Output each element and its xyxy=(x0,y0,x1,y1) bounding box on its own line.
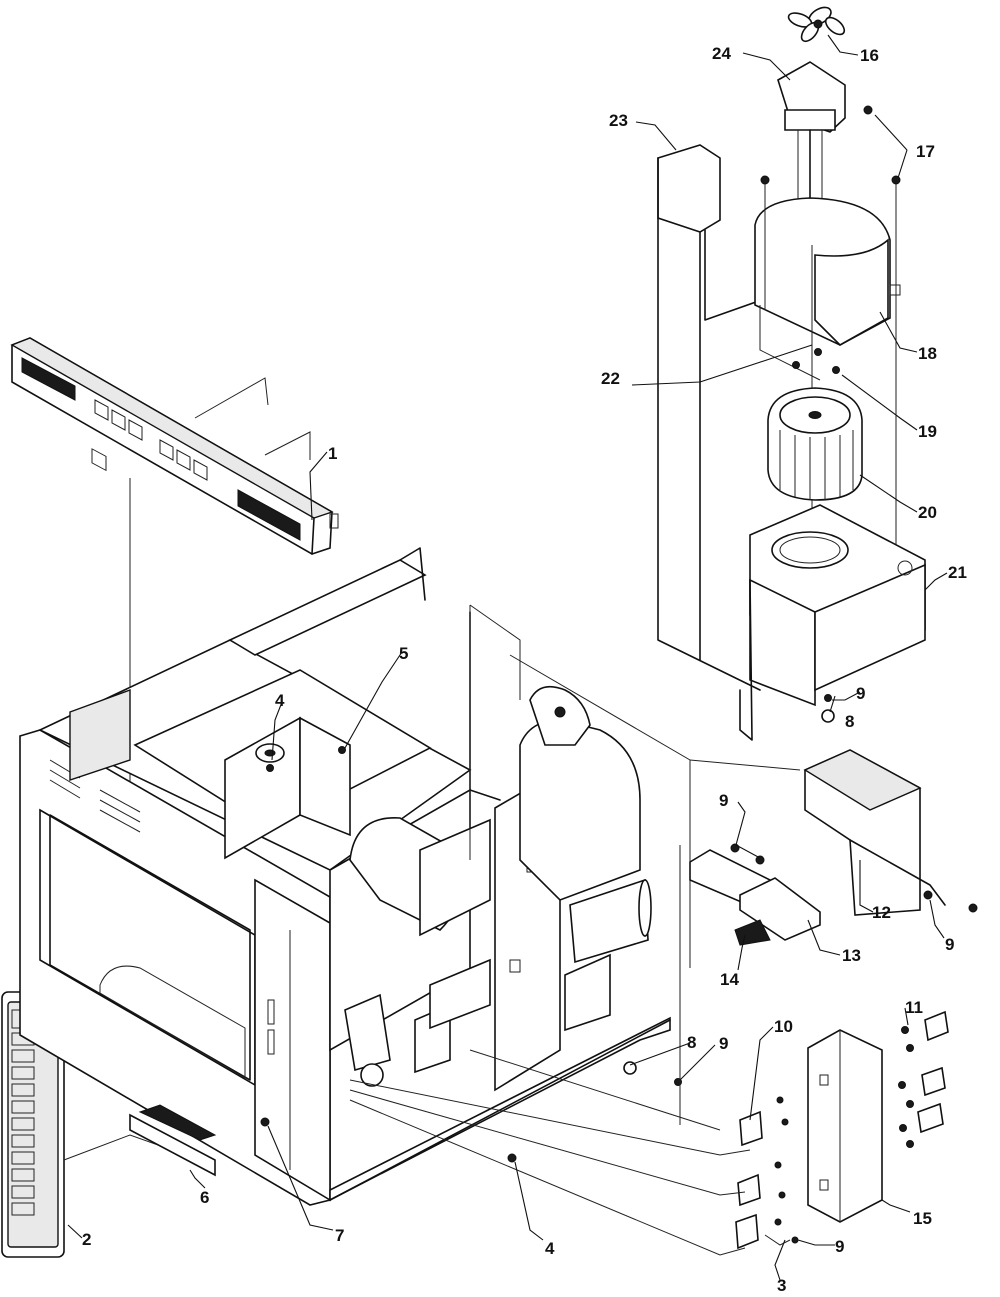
callout-14: 14 xyxy=(720,970,739,989)
callout-12: 12 xyxy=(872,903,891,922)
control-keypad xyxy=(1,991,231,1258)
callout-13: 13 xyxy=(842,946,861,965)
callout-17: 17 xyxy=(916,142,935,161)
callout-8b: 8 xyxy=(687,1033,696,1052)
callout-20: 20 xyxy=(918,503,937,522)
callout-16: 16 xyxy=(860,46,879,65)
callout-8a: 8 xyxy=(845,712,854,731)
callout-labels: 1 2 3 4 4 5 6 7 8 8 9 9 9 9 9 10 11 12 1… xyxy=(82,44,967,1295)
callout-7: 7 xyxy=(335,1226,344,1245)
callout-4b: 4 xyxy=(545,1239,555,1258)
side-shields xyxy=(266,746,978,1256)
leader-lines xyxy=(67,34,948,1281)
control-panel-bezel xyxy=(10,337,339,1050)
callout-9c: 9 xyxy=(719,1034,728,1053)
callout-5: 5 xyxy=(399,644,408,663)
oven-chassis xyxy=(19,547,691,1206)
callout-3: 3 xyxy=(777,1276,786,1295)
callout-22: 22 xyxy=(601,369,620,388)
callout-9b: 9 xyxy=(719,791,728,810)
callout-2: 2 xyxy=(82,1230,91,1249)
callout-4a: 4 xyxy=(275,691,285,710)
callout-15: 15 xyxy=(913,1209,932,1228)
callout-11: 11 xyxy=(905,998,923,1017)
blower-assembly xyxy=(657,6,926,741)
callout-1: 1 xyxy=(328,444,337,463)
fan-blade xyxy=(787,6,846,43)
callout-18: 18 xyxy=(918,344,937,363)
callout-19: 19 xyxy=(918,422,937,441)
callout-6: 6 xyxy=(200,1188,209,1207)
callout-9e: 9 xyxy=(835,1237,844,1256)
callout-9d: 9 xyxy=(945,935,954,954)
callout-23: 23 xyxy=(609,111,628,130)
callout-24: 24 xyxy=(712,44,731,63)
callout-9a: 9 xyxy=(856,684,865,703)
callout-10: 10 xyxy=(774,1017,793,1036)
callout-21: 21 xyxy=(948,563,967,582)
